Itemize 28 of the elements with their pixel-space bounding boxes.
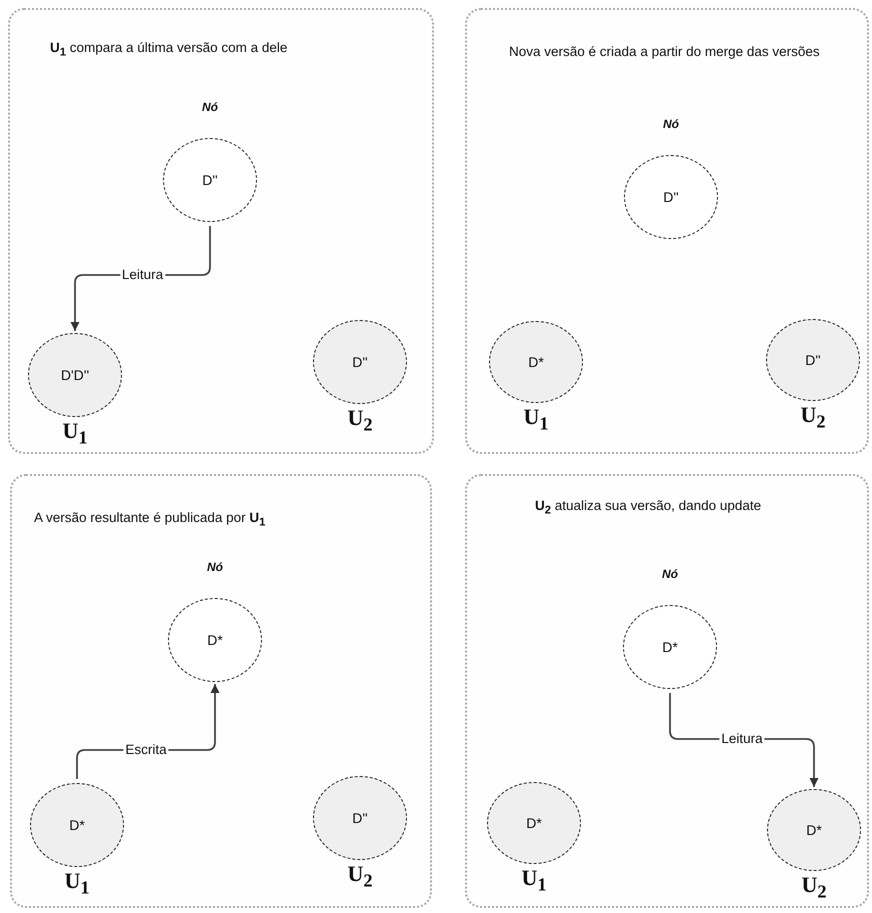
user-label: U$_{1}$ — [521, 866, 547, 896]
node-caption: Nó — [202, 100, 218, 114]
node-label: D* — [662, 639, 678, 655]
node-caption: Nó — [663, 117, 679, 131]
user-label: U$_{2}$ — [347, 406, 373, 436]
panel-heading: U$_{2}$ atualiza sua versão, dando update — [535, 497, 762, 519]
panel-heading: A versão resultante é publicada por U$_{1}$ — [34, 509, 266, 531]
user-label: U$_{1}$ — [64, 869, 90, 900]
user-label: U$_{2}$ — [801, 873, 827, 904]
user-label: U$_{2}$ — [800, 403, 826, 434]
user-label: U$_{1}$ — [62, 419, 88, 450]
node-label: D'' — [663, 189, 679, 205]
panel-heading: Nova versão é criada a partir do merge das versões — [509, 43, 821, 61]
node-label: D'' — [352, 810, 368, 826]
node-label: D'' — [805, 352, 821, 368]
node-label: D* — [806, 822, 822, 838]
node-label: D* — [528, 354, 544, 370]
node-label: D'' — [202, 172, 218, 188]
node-label: D* — [69, 817, 85, 833]
node-label: D'D'' — [60, 367, 90, 383]
node-label: D'' — [352, 354, 368, 370]
node-label: D* — [526, 815, 542, 831]
node-caption: Nó — [207, 560, 223, 574]
user-label: U$_{2}$ — [347, 862, 373, 892]
node-caption: Nó — [662, 567, 678, 581]
panel-heading: U$_{1}$ compara a última versão com a dele — [50, 39, 288, 61]
user-label: U$_{1}$ — [523, 405, 549, 436]
node-label: D* — [207, 632, 223, 648]
